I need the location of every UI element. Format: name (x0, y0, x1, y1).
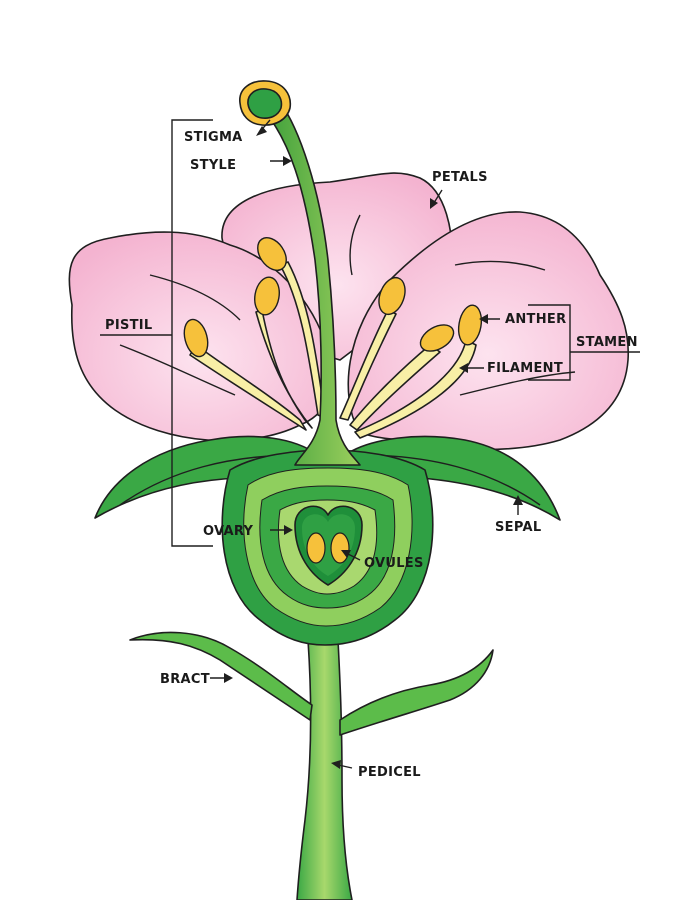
label-stigma: STIGMA (184, 130, 243, 145)
pedicel (296, 639, 353, 900)
label-sepal: SEPAL (495, 520, 541, 535)
label-ovary: OVARY (203, 524, 253, 539)
filament-5 (349, 344, 441, 431)
anther-3 (257, 237, 287, 271)
stamens (183, 237, 483, 439)
label-ovules: OVULES (364, 556, 424, 571)
label-petals: PETALS (432, 170, 488, 185)
anther-6 (457, 304, 483, 346)
filament-4 (339, 309, 397, 421)
anther-4 (378, 276, 406, 316)
label-filament: FILAMENT (487, 361, 563, 376)
label-pistil: PISTIL (105, 318, 153, 333)
label-style: STYLE (190, 158, 236, 173)
label-anther: ANTHER (505, 312, 566, 327)
ovule-2 (330, 532, 350, 564)
filament-1 (189, 344, 307, 431)
style (261, 101, 361, 466)
ovary-body (221, 449, 434, 646)
annotation-lines (100, 119, 640, 769)
anther-5 (419, 324, 455, 352)
label-stamen: STAMEN (576, 335, 638, 350)
label-bract: BRACT (160, 672, 210, 687)
bract-right (339, 649, 494, 736)
stigma (247, 88, 283, 119)
bract-left (129, 631, 313, 721)
anther-1 (183, 318, 209, 358)
ovule-1 (306, 532, 326, 564)
filament-2 (255, 309, 313, 429)
label-pedicel: PEDICEL (358, 765, 421, 780)
anther-2 (254, 276, 280, 316)
